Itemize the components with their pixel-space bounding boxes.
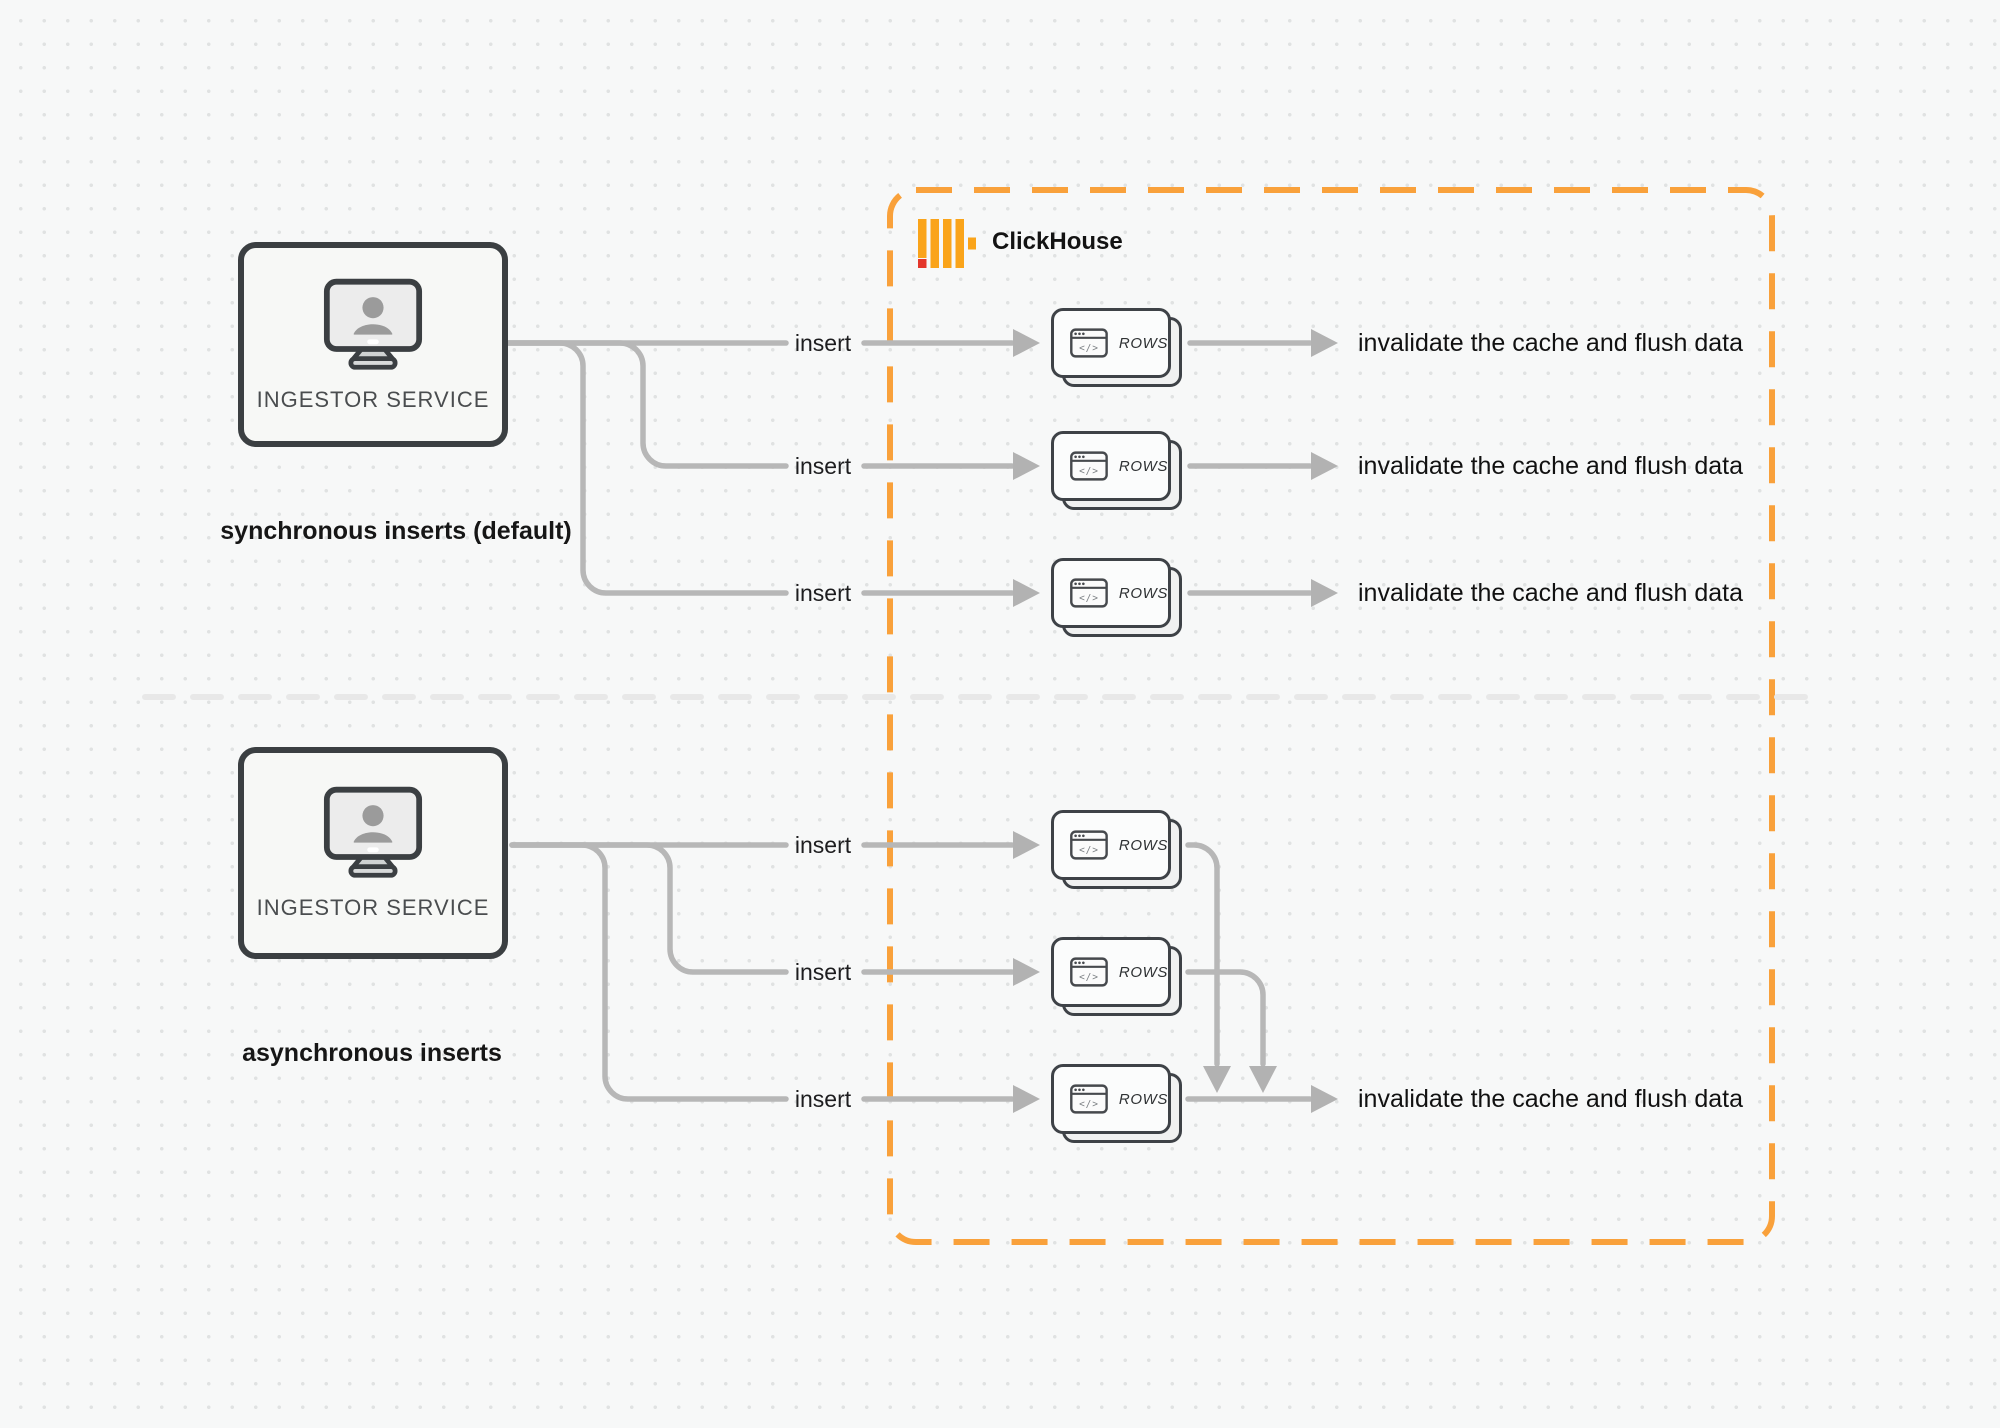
svg-text:</>: </> bbox=[1079, 1099, 1099, 1110]
clickhouse-logo-icon bbox=[918, 219, 976, 268]
rows-label: ROWS bbox=[1118, 1090, 1168, 1108]
result-label: invalidate the cache and flush data bbox=[1358, 329, 1743, 357]
arrowhead-right-icon bbox=[1311, 1085, 1338, 1113]
rows-card: </> ROWS bbox=[1051, 1064, 1182, 1143]
arrowhead-right-icon bbox=[1013, 1085, 1040, 1113]
arrowhead-right-icon bbox=[1013, 452, 1040, 480]
arrowhead-down-icon bbox=[1203, 1066, 1231, 1093]
rows-label: ROWS bbox=[1118, 457, 1168, 475]
svg-text:</>: </> bbox=[1079, 466, 1099, 477]
insert-label: insert bbox=[794, 832, 852, 858]
code-window-icon: </> bbox=[1070, 578, 1108, 608]
user-on-monitor-icon bbox=[323, 278, 423, 370]
caption-asynchronous-inserts: asynchronous inserts bbox=[242, 1039, 502, 1067]
result-label: invalidate the cache and flush data bbox=[1358, 452, 1743, 480]
ingestor-service-box-sync: INGESTOR SERVICE bbox=[238, 242, 508, 447]
caption-synchronous-inserts: synchronous inserts (default) bbox=[220, 517, 572, 545]
code-window-icon: </> bbox=[1070, 830, 1108, 860]
arrowhead-right-icon bbox=[1013, 958, 1040, 986]
result-label: invalidate the cache and flush data bbox=[1358, 579, 1743, 607]
insert-label: insert bbox=[794, 1086, 852, 1112]
ingestor-service-box-async: INGESTOR SERVICE bbox=[238, 747, 508, 959]
rows-label: ROWS bbox=[1118, 334, 1168, 352]
insert-label: insert bbox=[794, 330, 852, 356]
insert-label: insert bbox=[794, 453, 852, 479]
rows-label: ROWS bbox=[1118, 963, 1168, 981]
insert-label: insert bbox=[794, 959, 852, 985]
svg-text:</>: </> bbox=[1079, 343, 1099, 354]
rows-card: </> ROWS bbox=[1051, 431, 1182, 510]
svg-text:</>: </> bbox=[1079, 593, 1099, 604]
rows-card: </> ROWS bbox=[1051, 308, 1182, 387]
svg-text:</>: </> bbox=[1079, 972, 1099, 983]
arrowhead-down-icon bbox=[1249, 1066, 1277, 1093]
ingestor-service-label: INGESTOR SERVICE bbox=[256, 895, 490, 920]
sync-wires bbox=[504, 329, 1338, 607]
async-wires bbox=[509, 831, 1338, 1113]
arrowhead-right-icon bbox=[1013, 579, 1040, 607]
result-label: invalidate the cache and flush data bbox=[1358, 1085, 1743, 1113]
code-window-icon: </> bbox=[1070, 328, 1108, 358]
svg-text:</>: </> bbox=[1079, 845, 1099, 856]
rows-label: ROWS bbox=[1118, 836, 1168, 854]
arrowhead-right-icon bbox=[1311, 329, 1338, 357]
rows-card: </> ROWS bbox=[1051, 937, 1182, 1016]
code-window-icon: </> bbox=[1070, 1084, 1108, 1114]
code-window-icon: </> bbox=[1070, 957, 1108, 987]
rows-card: </> ROWS bbox=[1051, 558, 1182, 637]
rows-label: ROWS bbox=[1118, 584, 1168, 602]
arrowhead-right-icon bbox=[1013, 329, 1040, 357]
ingestor-service-label: INGESTOR SERVICE bbox=[256, 386, 490, 412]
arrowhead-right-icon bbox=[1311, 579, 1338, 607]
arrowhead-right-icon bbox=[1311, 452, 1338, 480]
clickhouse-dashed-border bbox=[887, 187, 1775, 1245]
user-on-monitor-icon bbox=[323, 786, 423, 878]
clickhouse-label: ClickHouse bbox=[992, 228, 1123, 255]
insert-label: insert bbox=[794, 580, 852, 606]
rows-card: </> ROWS bbox=[1051, 810, 1182, 889]
code-window-icon: </> bbox=[1070, 451, 1108, 481]
arrowhead-right-icon bbox=[1013, 831, 1040, 859]
